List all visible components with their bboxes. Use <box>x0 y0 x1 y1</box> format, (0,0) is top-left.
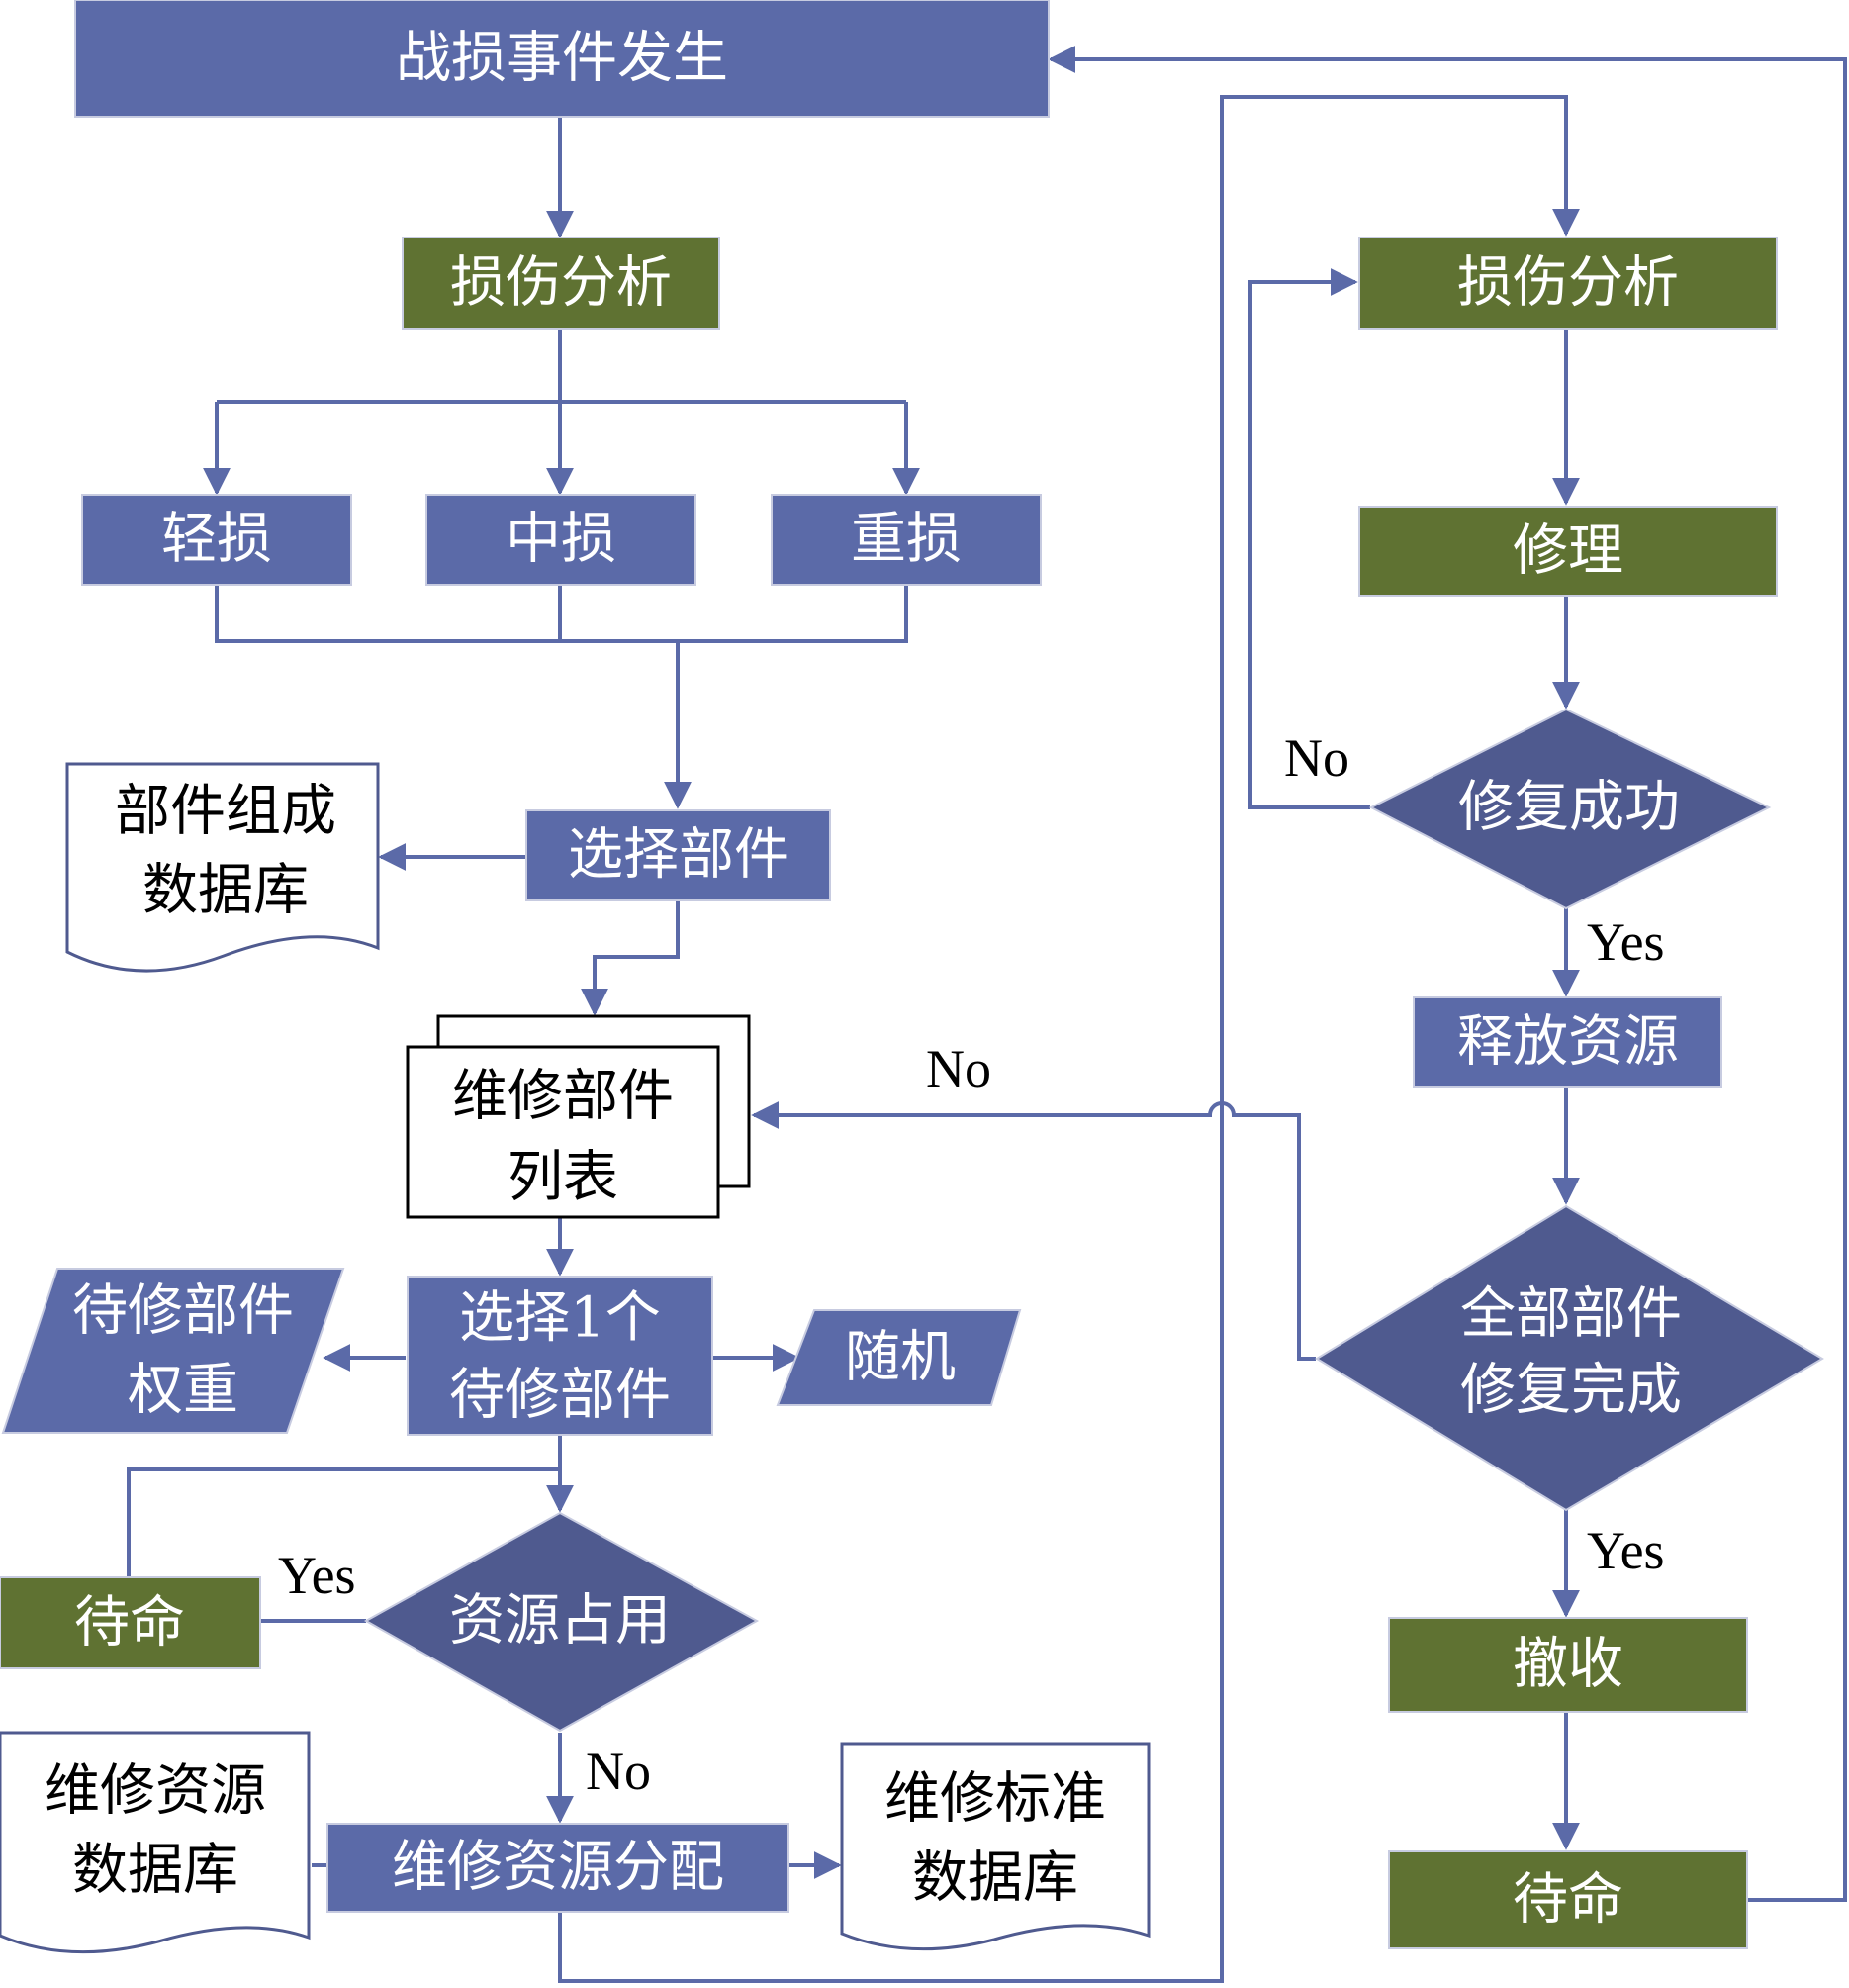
damage-analysis-left-label: 损伤分析 <box>450 251 672 316</box>
repair-label: 修理 <box>1513 520 1623 584</box>
standard-db-line1: 维修标准 <box>884 1767 1106 1832</box>
all-done-node: 全部部件 修复完成 <box>1315 1204 1824 1512</box>
edge-standby-to-start <box>1048 46 1847 1902</box>
edge-no-success-loop <box>1248 268 1370 809</box>
select-component-label: 选择部件 <box>568 823 789 888</box>
edge-label-no-resource: No <box>586 1742 651 1801</box>
edge-label-yes-resource: Yes <box>278 1546 356 1605</box>
light-damage-label: 轻损 <box>161 508 272 572</box>
damage-analysis-right-node: 损伤分析 <box>1358 237 1778 330</box>
edge-merge <box>215 585 908 643</box>
withdraw-node: 撤收 <box>1388 1617 1748 1713</box>
damage-analysis-left-node: 损伤分析 <box>402 237 720 330</box>
standby-right-node: 待命 <box>1388 1850 1748 1949</box>
edge-label-yes-success: Yes <box>1587 912 1665 972</box>
withdraw-label: 撤收 <box>1513 1633 1623 1697</box>
heavy-damage-label: 重损 <box>851 508 962 572</box>
select-one-line1: 选择1个 <box>459 1286 661 1351</box>
all-done-line1: 全部部件 <box>1460 1282 1682 1347</box>
repair-list-line2: 列表 <box>508 1146 618 1210</box>
resource-occupied-label: 资源占用 <box>449 1589 671 1654</box>
component-db-line1: 部件组成 <box>115 780 336 844</box>
resource-db-line1: 维修资源 <box>45 1759 266 1824</box>
component-db-line2: 数据库 <box>142 859 309 923</box>
allocate-label: 维修资源分配 <box>392 1836 724 1900</box>
random-node: 随机 <box>776 1309 1022 1406</box>
standby-right-label: 待命 <box>1513 1868 1623 1933</box>
edge-analysis-branch <box>217 329 906 404</box>
connectors <box>127 46 1847 1983</box>
edge-label-yes-all: Yes <box>1587 1521 1665 1580</box>
edge-no-all-loop <box>751 1101 1316 1361</box>
standby-left-node: 待命 <box>0 1576 261 1669</box>
select-component-node: 选择部件 <box>525 809 831 901</box>
component-db-node: 部件组成 数据库 <box>65 762 380 973</box>
release-node: 释放资源 <box>1413 996 1722 1088</box>
standby-left-label: 待命 <box>74 1591 185 1656</box>
weight-node: 待修部件 权重 <box>1 1268 345 1434</box>
start-node: 战损事件发生 <box>74 0 1050 118</box>
all-done-line2: 修复完成 <box>1460 1359 1682 1423</box>
standard-db-node: 维修标准 数据库 <box>840 1742 1151 1951</box>
weight-line1: 待修部件 <box>72 1279 294 1344</box>
heavy-damage-node: 重损 <box>771 494 1042 586</box>
edge-allocate-to-right <box>558 95 1580 1983</box>
light-damage-node: 轻损 <box>81 494 352 586</box>
resource-db-node: 维修资源 数据库 <box>0 1731 311 1954</box>
allocate-node: 维修资源分配 <box>326 1823 789 1913</box>
edge-label-no-all: No <box>926 1039 991 1098</box>
select-one-line2: 待修部件 <box>449 1364 671 1428</box>
repair-success-label: 修复成功 <box>1458 776 1680 840</box>
damage-analysis-right-label: 损伤分析 <box>1457 251 1679 316</box>
start-label: 战损事件发生 <box>396 27 728 91</box>
random-label: 随机 <box>845 1326 956 1390</box>
medium-damage-label: 中损 <box>506 508 616 572</box>
repair-list-line1: 维修部件 <box>452 1065 674 1129</box>
medium-damage-node: 中损 <box>425 494 696 586</box>
resource-db-line2: 数据库 <box>72 1839 238 1903</box>
edge-standby-loop <box>127 1467 560 1623</box>
resource-occupied-node: 资源占用 <box>363 1511 760 1733</box>
repair-node: 修理 <box>1358 506 1778 597</box>
standard-db-line2: 数据库 <box>912 1846 1078 1911</box>
edge-to-repair-list <box>581 900 680 1016</box>
repair-list-node: 维修部件 列表 <box>406 1014 751 1219</box>
release-label: 释放资源 <box>1457 1010 1679 1075</box>
edge-label-no-success: No <box>1284 728 1349 788</box>
select-one-node: 选择1个 待修部件 <box>407 1276 713 1436</box>
repair-success-node: 修复成功 <box>1368 708 1772 910</box>
weight-line2: 权重 <box>128 1359 238 1423</box>
